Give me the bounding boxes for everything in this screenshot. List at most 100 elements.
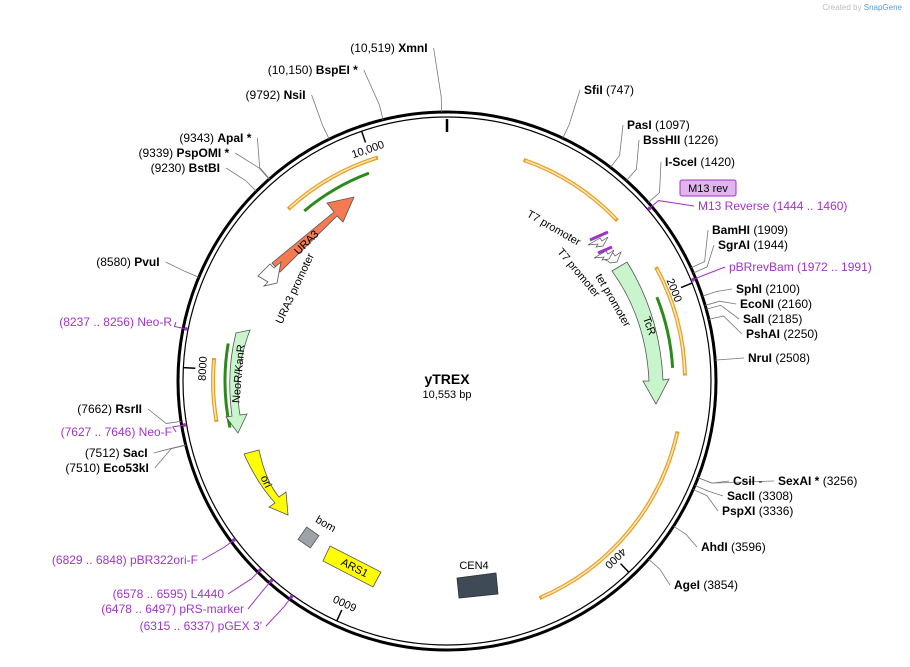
site-leader: [165, 261, 199, 278]
m13-rev-callout[interactable]: [679, 179, 737, 197]
site-label-pasi[interactable]: PasI (1097): [627, 118, 690, 132]
orf-inner-arc: [223, 343, 232, 428]
site-label-sfii[interactable]: SfiI (747): [584, 83, 634, 97]
primer-leader: [692, 266, 726, 281]
primer-site-dot: [232, 538, 236, 542]
primer-leader: [649, 200, 695, 209]
primer-mark-pbrrev: [597, 245, 613, 255]
site-leader: [648, 161, 662, 203]
site-label-sali[interactable]: SalI (2185): [743, 312, 802, 326]
tick-label: 10,000: [350, 139, 386, 161]
primer-label-pbrrevbam[interactable]: pBRrevBam (1972 .. 1991): [729, 260, 872, 274]
site-label-sgrai[interactable]: SgrAI (1944): [718, 238, 788, 252]
site-label-sacii[interactable]: SacII (3308): [727, 489, 793, 503]
site-label-csii[interactable]: CsiI -: [733, 474, 762, 488]
tick-label: 8000: [197, 356, 210, 381]
orf-arc-core: [212, 360, 218, 420]
feature-ars1[interactable]: [322, 545, 382, 588]
primer-label-neo-f[interactable]: (7627 .. 7646) Neo-F: [61, 425, 172, 439]
site-label-nrui[interactable]: NruI (2508): [748, 351, 810, 365]
orf-inner-arc: [655, 296, 675, 368]
feature-neor-kanr[interactable]: [225, 329, 251, 434]
site-label-xmni[interactable]: (10,519) XmnI: [350, 41, 427, 55]
primer-label-prs-marker[interactable]: (6478 .. 6497) pRS-marker: [101, 602, 244, 616]
site-label-apai[interactable]: (9343) ApaI *: [179, 131, 251, 145]
site-leader: [626, 139, 640, 181]
primer-label-m13-reverse[interactable]: M13 Reverse (1444 .. 1460): [698, 199, 847, 213]
site-label-eco53ki[interactable]: (7510) Eco53kI: [65, 461, 148, 475]
site-label-pvui[interactable]: (8580) PvuI: [96, 255, 159, 269]
tick-mark: [360, 130, 367, 143]
orf-arc-core: [289, 157, 377, 209]
feature-tcr[interactable]: [611, 261, 670, 405]
feature-t7-promoter-2-label: T7 promoter: [554, 246, 602, 300]
site-label-saci[interactable]: (7512) SacI: [85, 446, 148, 460]
primer-label-l4440[interactable]: (6578 .. 6595) L4440: [113, 587, 225, 601]
site-leader: [690, 229, 709, 269]
site-leader: [610, 124, 624, 168]
site-leader: [673, 525, 698, 548]
site-label-bsshii[interactable]: BssHII (1226): [643, 133, 718, 147]
site-leader: [648, 558, 671, 586]
site-leader: [705, 300, 737, 306]
primer-site-dot: [184, 327, 188, 331]
site-leader: [706, 304, 740, 320]
site-label-ahdi[interactable]: AhdI (3596): [701, 540, 766, 554]
primer-leader: [173, 321, 187, 330]
site-label-bamhi[interactable]: BamHI (1909): [712, 223, 788, 237]
site-leader: [154, 444, 186, 469]
primer-site-dot: [258, 568, 262, 572]
site-label-i-scei[interactable]: I-SceI (1420): [665, 155, 735, 169]
plasmid-name: yTREX: [424, 371, 470, 387]
site-leader: [311, 94, 330, 140]
feature-neor-kanr-label: NeoR/KanR: [230, 344, 247, 404]
feature-bom-label: bom: [313, 514, 338, 535]
site-label-pspxi[interactable]: PspXI (3336): [722, 504, 793, 518]
feature-cen4-label: CEN4: [459, 560, 488, 572]
primer-site-dot: [182, 423, 187, 427]
site-label-econi[interactable]: EcoNI (2160): [740, 297, 812, 311]
site-label-nsii[interactable]: (9792) NsiI: [246, 88, 306, 102]
primer-leader: [171, 424, 185, 433]
site-leader: [697, 477, 775, 484]
tick-mark: [183, 366, 196, 369]
site-label-rsrii[interactable]: (7662) RsrII: [77, 402, 142, 416]
site-leader: [702, 288, 733, 297]
backbone-inner: [182, 116, 712, 646]
feature-bom[interactable]: [297, 526, 320, 549]
primer-leader: [201, 539, 235, 561]
site-label-bspei[interactable]: (10,150) BspEI *: [268, 63, 358, 77]
primer-mark-m13: [589, 230, 609, 242]
feature-ori[interactable]: [243, 449, 289, 516]
site-leader: [562, 89, 581, 139]
site-leader: [147, 408, 182, 424]
primer-leader: [265, 596, 292, 627]
feature-t7-promoter-1-label: T7 promoter: [525, 208, 583, 249]
feature-t7-promoter-2[interactable]: [593, 249, 615, 261]
primer-leader: [247, 580, 272, 610]
orf-arc-core: [656, 268, 686, 374]
site-label-sexai[interactable]: SexAI * (3256): [778, 474, 857, 488]
site-label-agei[interactable]: AgeI (3854): [674, 578, 738, 592]
feature-cen4[interactable]: [456, 572, 499, 599]
primer-label-neo-r[interactable]: (8237 .. 8256) Neo-R: [59, 315, 172, 329]
feature-ura3[interactable]: [271, 196, 355, 273]
primer-leader: [227, 569, 261, 595]
site-label-bstbi[interactable]: (9230) BstBI: [151, 161, 220, 175]
tick-mark: [680, 282, 693, 289]
m13-rev-callout-label: M13 rev: [688, 183, 728, 195]
orf-inner-arc: [303, 171, 370, 213]
primer-label-pbr322ori-f[interactable]: (6829 .. 6848) pBR322ori-F: [52, 553, 198, 567]
orf-arc-core: [525, 159, 617, 220]
site-label-pspomi[interactable]: (9339) PspOMI *: [138, 146, 229, 160]
feature-ura3-promoter[interactable]: [257, 260, 282, 287]
orf-arc-core: [541, 433, 678, 599]
site-leader: [708, 315, 743, 335]
feature-t7-promoter-1[interactable]: [587, 236, 609, 248]
site-label-pshai[interactable]: PshAI (2250): [746, 327, 818, 341]
primer-site-dot: [269, 578, 274, 583]
feature-tet-promoter[interactable]: [602, 251, 622, 264]
site-leader: [433, 47, 442, 113]
site-label-sphi[interactable]: SphI (2100): [736, 282, 800, 296]
primer-label-pgex-3[interactable]: (6315 .. 6337) pGEX 3': [140, 619, 262, 633]
